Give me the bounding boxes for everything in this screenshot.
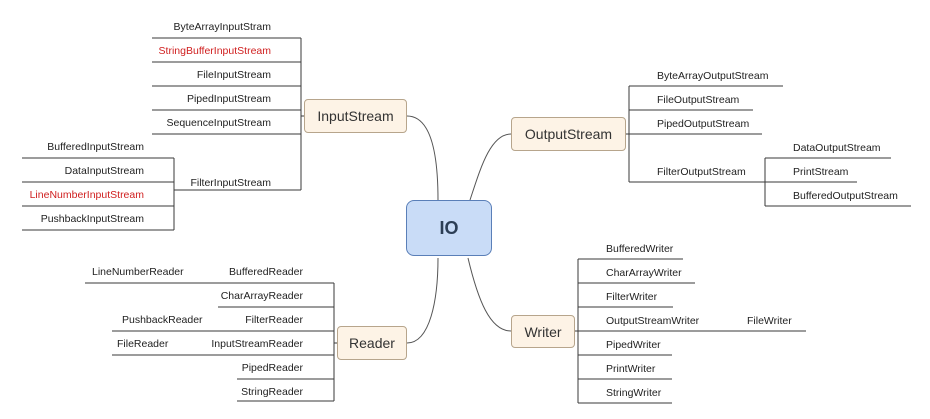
node-writer[interactable]: Writer (511, 315, 575, 348)
label-bytearrayinputstram: ByteArrayInputStram (173, 21, 271, 33)
label-pushbackreader: PushbackReader (122, 314, 203, 326)
label-pushbackinputstream: PushbackInputStream (40, 213, 144, 225)
label-filterreader: FilterReader (245, 314, 303, 326)
label-bufferedinputstream: BufferedInputStream (47, 141, 144, 153)
label-pipedinputstream: PipedInputStream (186, 93, 271, 105)
label-stringbufferinputstream: StringBufferInputStream (158, 45, 271, 57)
label-filewriter: FileWriter (747, 315, 792, 327)
label-bufferedreader: BufferedReader (229, 266, 303, 278)
label-bufferedwriter: BufferedWriter (606, 243, 674, 255)
label-pipedwriter: PipedWriter (606, 339, 661, 351)
label-filterinputstream: FilterInputStream (190, 177, 271, 189)
label-linenumberinputstream: LineNumberInputStream (29, 189, 144, 201)
central-connectors (406, 115, 512, 344)
label-pipedoutputstream: PipedOutputStream (657, 118, 750, 130)
label-pipedreader: PipedReader (241, 362, 303, 374)
root-node-io[interactable]: IO (406, 200, 492, 256)
label-dataoutputstream: DataOutputStream (793, 142, 881, 154)
label-sequenceinputstream: SequenceInputStream (166, 117, 272, 129)
label-printstream: PrintStream (793, 166, 849, 178)
label-bufferedoutputstream: BufferedOutputStream (793, 190, 898, 202)
label-stringreader: StringReader (241, 386, 303, 398)
label-bytearrayoutputstream: ByteArrayOutputStream (657, 70, 769, 82)
branch-lines (22, 37, 911, 404)
label-fileoutputstream: FileOutputStream (657, 94, 740, 106)
node-outputstream[interactable]: OutputStream (511, 117, 626, 151)
label-filereader: FileReader (117, 338, 169, 350)
label-filterwriter: FilterWriter (606, 291, 658, 303)
label-inputstreamreader: InputStreamReader (211, 338, 303, 350)
label-datainputstream: DataInputStream (64, 165, 144, 177)
label-printwriter: PrintWriter (606, 363, 656, 375)
label-chararraywriter: CharArrayWriter (606, 267, 682, 279)
label-chararrayreader: CharArrayReader (220, 290, 303, 302)
label-stringwriter: StringWriter (606, 387, 662, 399)
label-linenumberreader: LineNumberReader (92, 266, 184, 278)
label-outputstreamwriter: OutputStreamWriter (606, 315, 700, 327)
label-filteroutputstream: FilterOutputStream (657, 166, 746, 178)
node-inputstream[interactable]: InputStream (304, 99, 407, 133)
label-fileinputstream: FileInputStream (196, 69, 271, 81)
node-reader[interactable]: Reader (337, 326, 407, 360)
